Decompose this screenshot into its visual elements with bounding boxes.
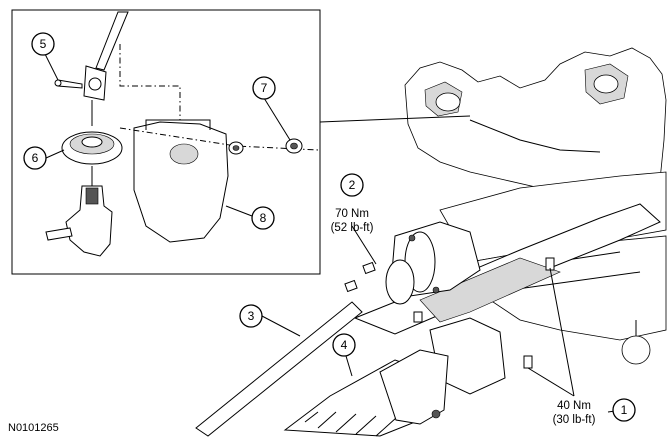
boot-ribs: [304, 411, 397, 437]
bolt-upper-2: [344, 279, 358, 293]
leader-torque-lower: [527, 267, 575, 397]
callout-circle-1: [612, 398, 636, 422]
flange-hub: [385, 259, 415, 305]
shield-lip: [145, 119, 211, 130]
input-spline: [85, 187, 99, 205]
callout-2: 2: [340, 173, 364, 197]
shield-opening: [169, 143, 199, 165]
callout-label-5: 5: [40, 37, 47, 51]
outer-tie-rod-end: [379, 349, 449, 425]
flange-bolt-2: [432, 286, 440, 294]
engine-boss-2: [593, 74, 619, 94]
callout-circle-2: [340, 173, 364, 197]
leader-4: [345, 355, 353, 377]
routing-line-1: [119, 44, 181, 120]
leader-6: [45, 149, 65, 159]
torque-lower-metric: 40 Nm: [557, 400, 591, 412]
callout-label-3: 3: [248, 309, 255, 323]
engine-boss-1: [435, 92, 461, 112]
torque-upper-imperial: (52 lb-ft): [331, 222, 374, 234]
callout-label-1: 1: [621, 403, 628, 417]
torque-upper-metric: 70 Nm: [335, 208, 369, 220]
callout-label-8: 8: [260, 211, 267, 225]
callout-circle-4: [332, 333, 356, 357]
callout-3: 3: [239, 304, 263, 328]
flange-bolt-1: [408, 234, 416, 242]
intermediate-shaft: [95, 11, 129, 71]
bolt-upper-1: [362, 261, 376, 275]
callout-label-2: 2: [349, 178, 356, 192]
callout-1: 1: [612, 398, 636, 422]
callout-label-7: 7: [261, 81, 268, 95]
nut-outer-hole: [290, 142, 298, 150]
seal-bore: [81, 136, 103, 148]
nut-inner-hole: [232, 145, 240, 151]
bolt-lower-2: [523, 355, 533, 369]
leader-3: [261, 315, 301, 337]
callout-circle-7: [252, 76, 276, 100]
callout-circle-3: [239, 304, 263, 328]
torque-lower-imperial: (30 lb-ft): [553, 414, 596, 426]
detail-inset: [11, 9, 321, 275]
callout-7: 7: [252, 76, 276, 100]
subframe-line-2: [509, 271, 641, 291]
callout-label-4: 4: [341, 338, 348, 352]
pinch-bolt-head: [54, 79, 62, 87]
input-port: [45, 227, 73, 241]
main-assembly: [195, 47, 667, 437]
tie-rod: [195, 301, 363, 437]
lower-mount: [621, 335, 651, 365]
callout-5: 5: [31, 32, 55, 56]
figure-id: N0101265: [8, 422, 59, 434]
torque-spec-lower: 40 Nm (30 lb-ft): [553, 400, 596, 426]
upper-bolts: [344, 261, 376, 293]
gear-housing-body: [419, 257, 561, 323]
bolt-lower-3: [413, 311, 423, 323]
callout-circle-8: [251, 206, 275, 230]
callout-circle-6: [23, 146, 47, 170]
callout-label-6: 6: [32, 151, 39, 165]
callout-circle-5: [31, 32, 55, 56]
shaft-yoke: [88, 77, 102, 91]
callout-8: 8: [251, 206, 275, 230]
tie-rod-nut: [431, 409, 441, 419]
inset-connector: [319, 115, 471, 123]
steering-shield: [133, 121, 229, 243]
callout-4: 4: [332, 333, 356, 357]
gear-input: [65, 185, 113, 257]
leader-7: [263, 97, 291, 141]
leader-2: [351, 225, 377, 265]
leader-8: [225, 205, 253, 217]
engine-line: [469, 119, 601, 153]
torque-spec-upper: 70 Nm (52 lb-ft): [331, 208, 374, 234]
callout-6: 6: [23, 146, 47, 170]
